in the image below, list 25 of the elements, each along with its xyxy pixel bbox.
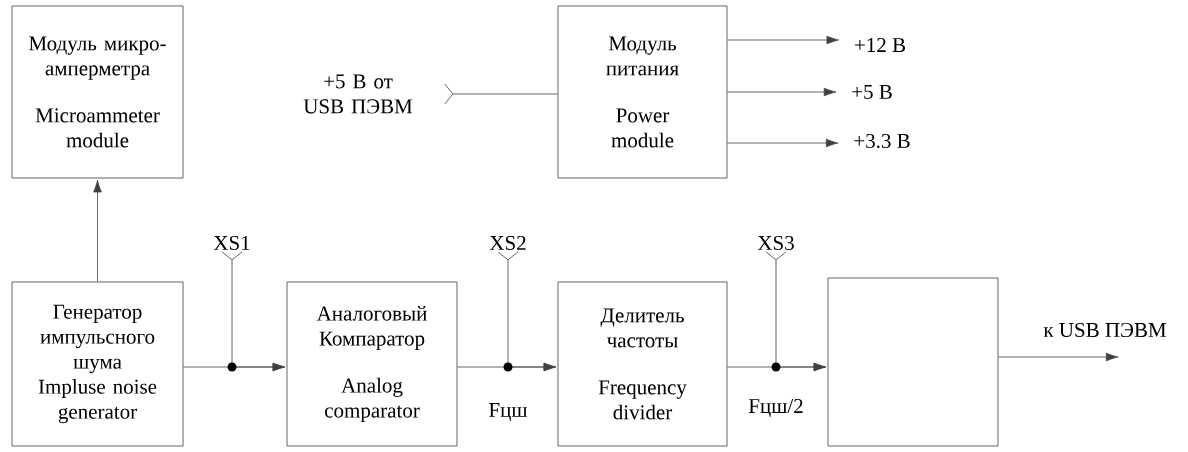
edge-label: Fцш/2 (747, 398, 805, 418)
block-box: Делитель частоты Frequency divider (557, 281, 728, 447)
text-label: +5 В от USB ПЭВМ (303, 74, 413, 114)
arrow (93, 179, 102, 282)
edge-label: Fцш (487, 402, 529, 422)
block-box: Генератор импульсного шума Impluse noise generator (11, 281, 184, 447)
arrow (727, 87, 837, 97)
connector-label: +5 В (852, 85, 892, 99)
empty-box (827, 277, 999, 447)
arrow (444, 83, 558, 105)
arrow (998, 352, 1119, 362)
edge-label: к USB ПЭВМ (1042, 321, 1168, 339)
connector-label: XS2 (489, 235, 526, 251)
block-box: Аналоговый Компаратор Analog comparator (286, 281, 458, 447)
connector-label: XS1 (213, 235, 250, 251)
block-box: Модуль микро-амперметра Microammeter module (11, 5, 184, 179)
text-label: +12 В (855, 38, 906, 52)
arrow (497, 251, 557, 372)
arrow (765, 251, 827, 372)
arrow (727, 138, 839, 148)
block-box: Модуль питания Power module (557, 5, 728, 179)
connector-label: XS3 (757, 235, 794, 251)
text-label: +3.3 В (854, 133, 910, 149)
arrow (727, 35, 840, 45)
arrow (221, 251, 286, 372)
